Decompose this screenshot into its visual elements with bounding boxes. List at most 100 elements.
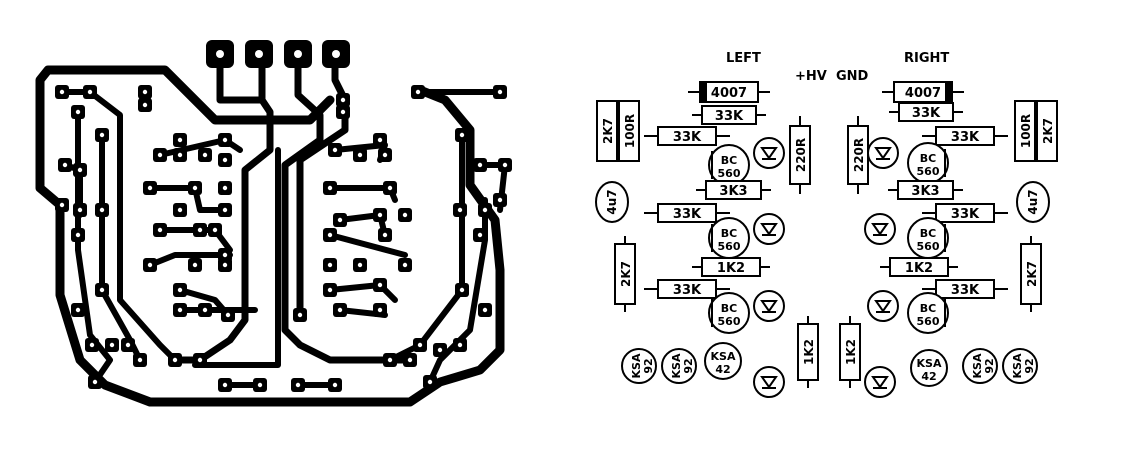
- resistor-horizontal: 1K2: [692, 257, 770, 277]
- resistor-vertical: 100R: [618, 100, 640, 162]
- capacitor-body: [1016, 181, 1050, 223]
- led-body: [753, 213, 785, 245]
- pad-hole: [177, 307, 183, 313]
- resistor-label: 2K7: [619, 261, 633, 287]
- diode-4007: 4007: [882, 81, 964, 103]
- resistor-vertical: 220R: [847, 116, 869, 194]
- pad-hole: [222, 207, 228, 213]
- diode-band: [945, 82, 952, 102]
- capacitor: 4u7: [1016, 181, 1050, 223]
- pad-hole: [357, 152, 363, 158]
- pad-hole: [222, 382, 228, 388]
- led-diode-icon: [753, 137, 785, 169]
- resistor-horizontal: 3K3: [696, 180, 771, 200]
- led-triangle: [871, 223, 889, 236]
- pad-hole: [402, 262, 408, 268]
- resistor-body: [657, 203, 717, 223]
- resistor-body: [1014, 100, 1036, 162]
- resistor-label: 1K2: [717, 261, 745, 276]
- resistor-label: 1K2: [844, 339, 858, 365]
- pad-hole: [142, 89, 148, 95]
- transistor-label-type: BC: [920, 227, 936, 240]
- pad-hole: [75, 232, 81, 238]
- pad-hole: [177, 152, 183, 158]
- pad-hole: [497, 89, 503, 95]
- led-diode-icon: [864, 213, 896, 245]
- resistor-vertical: 2K7: [614, 236, 636, 312]
- led-diode-icon: [753, 290, 785, 322]
- led-body: [867, 290, 899, 322]
- gnd-bus-trace: [192, 147, 281, 368]
- pad-hole: [222, 262, 228, 268]
- resistor-horizontal: 33K: [922, 126, 1008, 146]
- ksa-label-number: 42: [715, 363, 730, 376]
- resistor-body: [657, 279, 717, 299]
- transistor-label-number: 560: [718, 240, 741, 253]
- pad-hole: [332, 382, 338, 388]
- pad-hole: [177, 137, 183, 143]
- pad-hole: [77, 167, 83, 173]
- resistor-label: 3K3: [719, 184, 747, 199]
- resistor-body: [789, 125, 811, 185]
- pad-hole: [327, 185, 333, 191]
- pad-hole: [222, 157, 228, 163]
- label-right: RIGHT: [904, 51, 949, 66]
- ksa-body: [621, 348, 657, 384]
- resistor-body: [839, 323, 861, 381]
- pad-hole: [202, 152, 208, 158]
- resistor-label: 33K: [951, 283, 980, 298]
- ksa-label-type: KSA: [917, 357, 942, 370]
- led-triangle: [871, 376, 889, 389]
- pad-hole: [340, 109, 346, 115]
- ksa-body: [962, 348, 998, 384]
- transistor-label-number: 560: [917, 165, 940, 178]
- led-diode-icon: [867, 290, 899, 322]
- led-triangle: [760, 147, 778, 160]
- pad-hole: [340, 97, 346, 103]
- resistor-vertical: 100R: [1014, 100, 1036, 162]
- resistor-body: [614, 243, 636, 305]
- ksa-label-type: KSA: [711, 350, 736, 363]
- led-diode-icon: [753, 213, 785, 245]
- resistor-label: 2K7: [1025, 261, 1039, 287]
- resistor-vertical: 1K2: [797, 316, 819, 388]
- transistor-label-number: 560: [718, 167, 741, 180]
- resistor-body: [797, 323, 819, 381]
- resistor-label: 33K: [912, 106, 941, 121]
- diode-label: 4007: [905, 86, 941, 101]
- transistor-label-number: 560: [917, 315, 940, 328]
- pad-hole: [332, 147, 338, 153]
- resistor-label: 220R: [794, 138, 808, 172]
- pad-hole: [197, 357, 203, 363]
- resistor-vertical: 220R: [789, 116, 811, 194]
- pad-hole: [477, 232, 483, 238]
- resistor-body: [897, 180, 954, 200]
- capacitor-label: 4u7: [605, 189, 619, 214]
- ksa-body: [910, 349, 948, 387]
- pad-hole: [297, 312, 303, 318]
- resistor-body: [618, 100, 640, 162]
- resistor-label: 2K7: [1041, 118, 1055, 144]
- resistor-body: [701, 105, 757, 125]
- pad-hole: [402, 212, 408, 218]
- resistor-label: 33K: [951, 130, 980, 145]
- connector-hole-4: [332, 50, 340, 58]
- pad-hole: [457, 207, 463, 213]
- pad-hole: [92, 379, 98, 385]
- resistor-body: [596, 100, 618, 162]
- resistor-label: 1K2: [905, 261, 933, 276]
- capacitor-body: [595, 181, 629, 223]
- transistor-label-number: 560: [718, 315, 741, 328]
- pad-hole: [377, 212, 383, 218]
- pad-hole: [147, 262, 153, 268]
- capacitor: 4u7: [595, 181, 629, 223]
- led-body: [753, 290, 785, 322]
